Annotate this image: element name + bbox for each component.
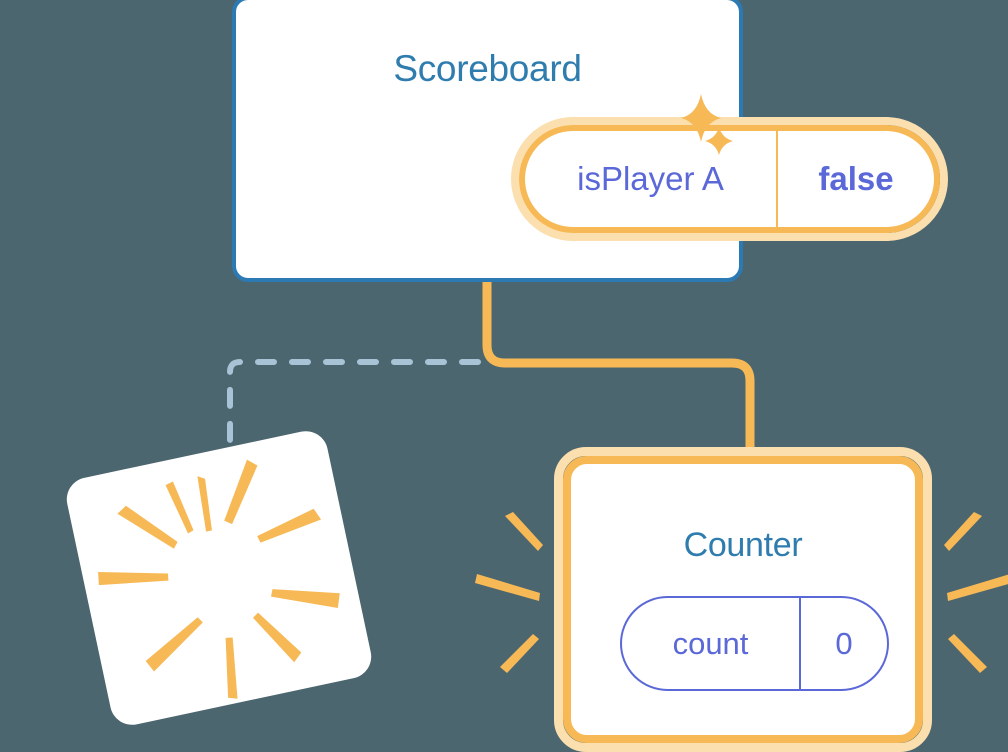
counter-title: Counter — [683, 526, 803, 564]
counter-ray-left-middle — [475, 574, 540, 601]
counter-card[interactable]: Counter count 0 — [554, 447, 932, 752]
pill-glow-ring — [511, 117, 948, 241]
scoreboard-card[interactable]: Scoreboard isPlayer A false — [232, 0, 948, 282]
counter-ray-right-middle — [947, 574, 1008, 601]
scoreboard-title: Scoreboard — [393, 48, 582, 89]
counter-state-key: count — [622, 598, 801, 689]
counter-ray-right-bottom — [948, 634, 987, 673]
dashed-connector-path — [227, 359, 481, 471]
pill-body: isPlayer A false — [519, 125, 940, 233]
scoreboard-state-value: false — [818, 160, 894, 197]
counter-ray-left-bottom — [500, 634, 539, 673]
scoreboard-state-pill[interactable]: isPlayer A false — [511, 117, 948, 241]
scoreboard-state-key: isPlayer A — [525, 131, 778, 227]
sparkle-large-icon — [681, 94, 721, 142]
solid-connector-path — [482, 280, 755, 460]
burst-rays-icon — [98, 459, 340, 699]
counter-ray-right-top — [944, 512, 982, 551]
sparkle-small-icon — [705, 127, 733, 155]
counter-state-pill[interactable]: count 0 — [620, 596, 889, 691]
counter-state-value: 0 — [835, 625, 853, 661]
counter-card-body: Counter count 0 — [563, 456, 923, 743]
counter-ray-left-top — [505, 512, 543, 551]
burst-card[interactable] — [62, 427, 376, 729]
